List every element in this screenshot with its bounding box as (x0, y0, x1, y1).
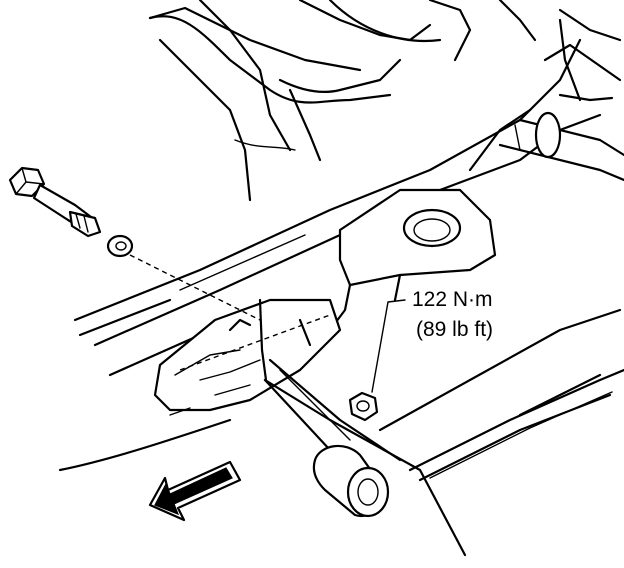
bolt-icon (8, 166, 102, 238)
torque-leader-line (371, 299, 406, 393)
torque-value-lbft: (89 lb ft) (416, 318, 494, 341)
control-arm (153, 298, 342, 416)
mounting-bracket (328, 188, 497, 332)
trailing-arm (263, 358, 467, 557)
lower-frame (58, 308, 624, 482)
washer-icon (106, 234, 134, 258)
direction-arrow-icon (148, 460, 242, 522)
upper-frame-panel (148, 0, 622, 202)
cross-tube (498, 93, 624, 182)
torque-value-nm: 122 N·m (412, 288, 493, 311)
nut-icon (348, 391, 379, 422)
